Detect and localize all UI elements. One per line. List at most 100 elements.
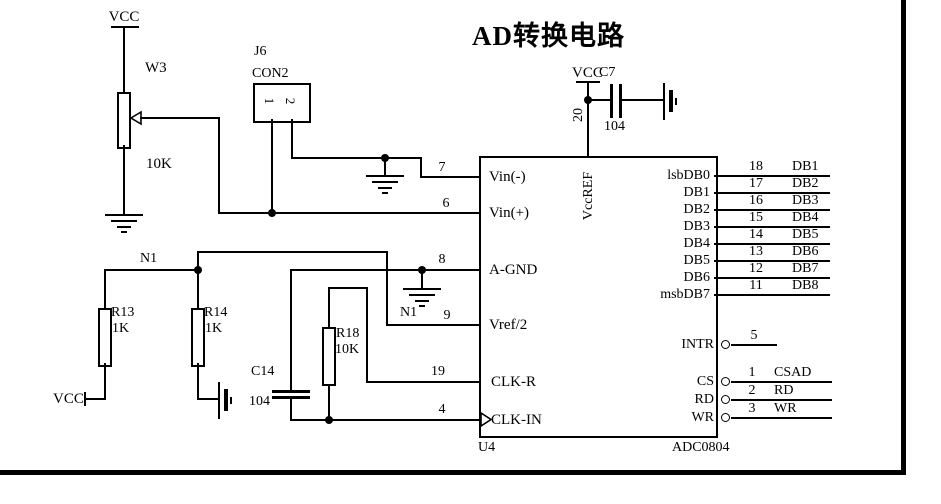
wire [197,398,218,400]
wire [271,119,273,214]
r13-ref: R13 [111,305,135,320]
wire [420,176,481,178]
pot-value: 10K [146,156,172,172]
c14-value: 104 [249,394,270,409]
vcc-label-pot: VCC [108,9,140,25]
wire [366,287,368,383]
chip-db-inner-label: DB5 [683,253,710,268]
r14-value: 1K [205,321,223,336]
ctrl-pin-number: 2 [748,383,756,398]
pin-number-9: 9 [443,308,451,323]
wire [197,251,199,309]
ground-symbol [400,288,444,310]
db-net-label: DB1 [792,159,819,174]
chip-db-inner-label: DB2 [683,202,710,217]
db-net-label: DB8 [792,278,819,293]
wire [714,192,830,194]
db-pin-number: 18 [749,159,763,174]
wire [384,157,386,175]
c7-ref: C7 [599,65,616,80]
wire [731,381,832,383]
chip-part-number: ADC0804 [672,440,730,455]
db-net-label: DB5 [792,227,819,242]
j6-pin1-number: 1 [262,97,277,105]
wire [588,99,611,101]
wire [104,269,199,271]
db-pin-number: 16 [749,193,763,208]
vcc-port-bar [84,392,86,406]
j6-type: CON2 [252,66,289,81]
ctrl-pin-number: 1 [748,365,756,380]
db-net-label: DB2 [792,176,819,191]
vcc-label-r13: VCC [53,391,84,407]
chip-ctrl-inner-label: INTR [681,337,714,352]
wire [576,81,600,83]
wire [104,269,106,309]
wire [140,117,220,119]
wire [421,269,423,288]
wire [111,26,139,28]
chip-db-inner-label: lsbDB0 [667,168,710,183]
r18-value: 10K [335,342,360,357]
chip-db-inner-label: msbDB7 [660,287,710,302]
ctrl-net-label: WR [774,401,797,416]
wire [714,226,830,228]
db-pin-number: 14 [749,227,763,242]
db-net-label: DB7 [792,261,819,276]
frame-right [901,0,906,475]
r18-ref: R18 [336,326,360,341]
db-pin-number: 11 [749,278,763,293]
wire [197,363,199,400]
wire [386,251,388,326]
pin-number-7: 7 [438,160,446,175]
c7-value: 104 [604,119,625,134]
resistor-r18-body [322,327,336,386]
wire [123,145,125,214]
inversion-bubble [721,340,730,349]
pin-number-20: 20 [571,108,586,122]
chip-pin-label-vin-minus: Vin(-) [489,169,526,185]
wire [714,243,830,245]
r14-ref: R14 [204,305,228,320]
wire [291,269,481,271]
capacitor-c7-plate [610,84,613,118]
chip-pin-label-clkr: CLK-R [491,374,536,390]
capacitor-c14-plate [272,390,310,393]
earth-ground-symbol [218,381,234,421]
pot-ref: W3 [145,60,167,76]
wire [290,399,292,421]
chip-u4-body [479,156,718,438]
wire [104,363,106,400]
net-label-n1-left: N1 [140,251,158,266]
db-pin-number: 17 [749,176,763,191]
wire [731,417,832,419]
chip-pin-label-vin-plus: Vin(+) [489,205,530,221]
r13-value: 1K [112,321,130,336]
db-net-label: DB6 [792,244,819,259]
wire [714,260,830,262]
wire [714,294,830,296]
ctrl-pin-number: 3 [748,401,756,416]
chip-ctrl-inner-label: WR [691,410,714,425]
wire [328,287,330,328]
wire [86,398,106,400]
schematic-title: AD转换电路 [472,21,625,51]
wire [291,119,293,159]
ground-symbol [363,175,407,197]
ground-symbol [102,214,146,236]
chip-ctrl-inner-label: RD [694,392,714,407]
connector-j6-body [253,83,311,123]
j6-pin2-number: 2 [283,97,298,105]
resistor-r13-body [98,308,112,367]
db-pin-number: 12 [749,261,763,276]
wire [123,26,125,93]
inversion-bubble [721,413,730,422]
wire [366,381,481,383]
db-pin-number: 13 [749,244,763,259]
frame-bottom [0,470,905,475]
chip-ref: U4 [478,440,496,455]
db-net-label: DB4 [792,210,819,225]
pin-number-6: 6 [442,196,450,211]
wire [587,81,589,157]
